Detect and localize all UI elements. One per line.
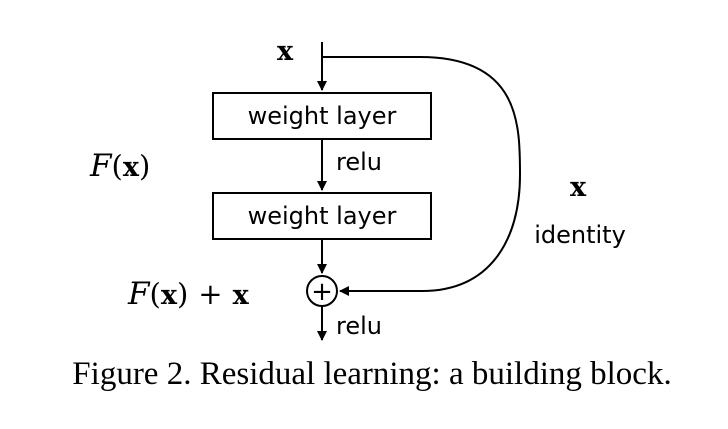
relu-label-output: relu bbox=[336, 312, 382, 340]
output-expression-label: F(x)+x bbox=[127, 276, 250, 312]
input-label: x bbox=[277, 36, 294, 67]
identity-shortcut-arrow bbox=[322, 56, 522, 296]
shortcut-var-label: x bbox=[570, 172, 587, 203]
sum-symbol: + bbox=[311, 277, 333, 307]
weight-layer-box-2 bbox=[212, 192, 432, 240]
weight-layer-label-1: weight layer bbox=[248, 102, 397, 130]
relu-label-middle: relu bbox=[336, 148, 382, 176]
weight-layer-label-2: weight layer bbox=[248, 202, 397, 230]
residual-function-label: F(x) bbox=[89, 148, 150, 184]
figure-caption: Figure 2. Residual learning: a building … bbox=[72, 356, 671, 392]
shortcut-identity-label: identity bbox=[534, 221, 626, 249]
